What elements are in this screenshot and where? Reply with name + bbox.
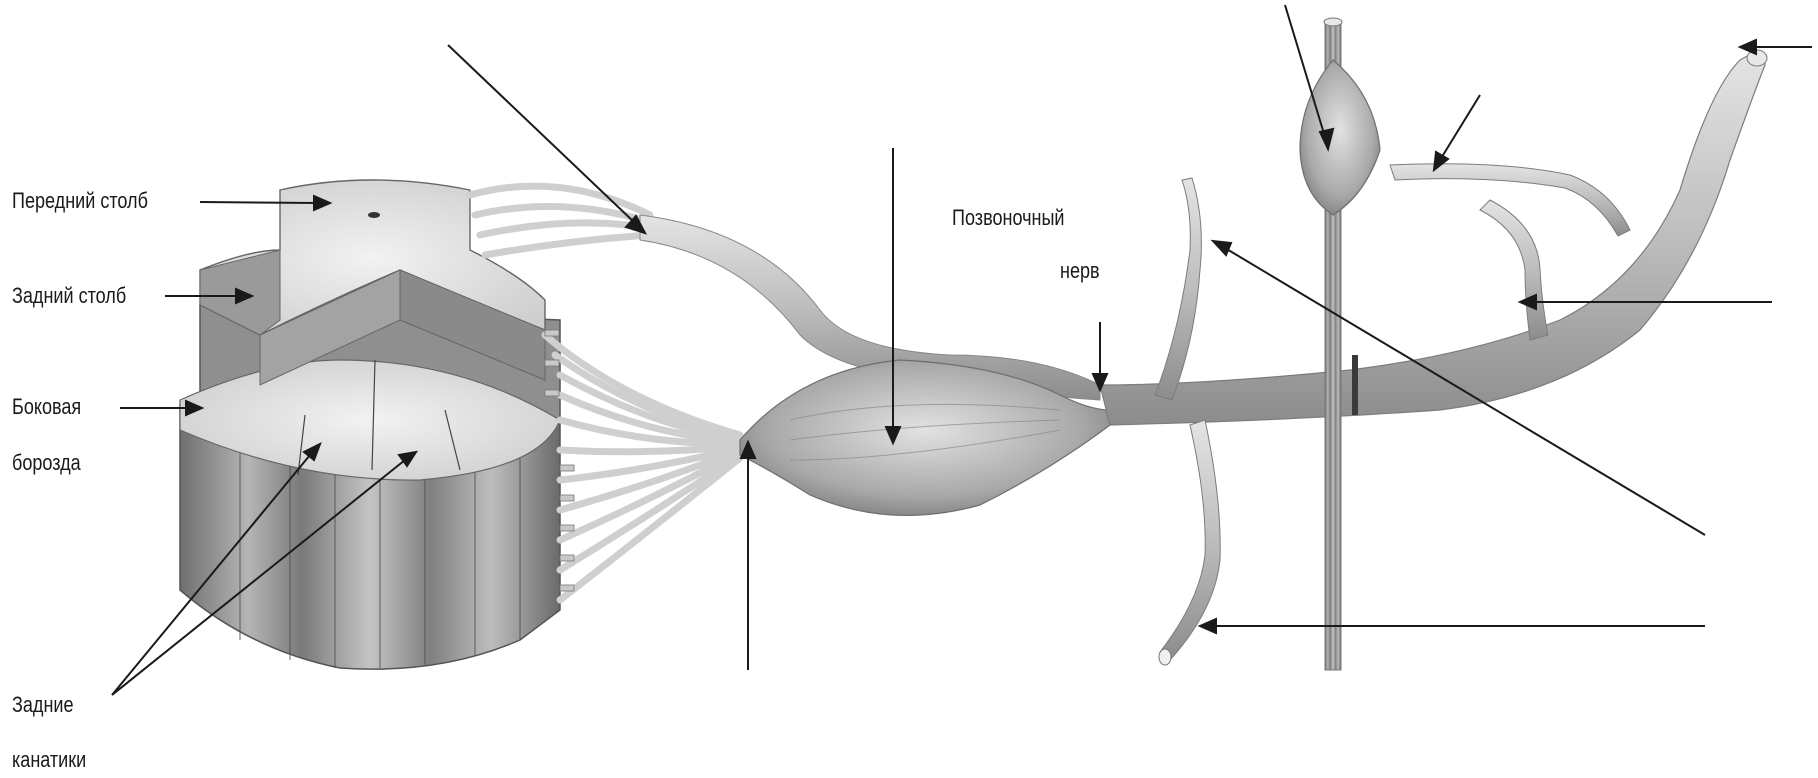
sympathetic-trunk (1300, 18, 1380, 670)
label-lateral-groove-line2: борозда (12, 450, 81, 476)
label-spinal-nerve-line2: нерв (1060, 258, 1100, 284)
label-posterior-column: Задний столб (12, 283, 126, 309)
label-posterior-funiculi-line1: Задние (12, 692, 74, 718)
label-lateral-groove-line1: Боковая (12, 394, 81, 420)
label-spinal-nerve-line1: Позвоночный (952, 205, 1064, 231)
label-posterior-funiculi-line2: канатики (12, 747, 86, 773)
label-anterior-column: Передний столб (12, 188, 148, 214)
